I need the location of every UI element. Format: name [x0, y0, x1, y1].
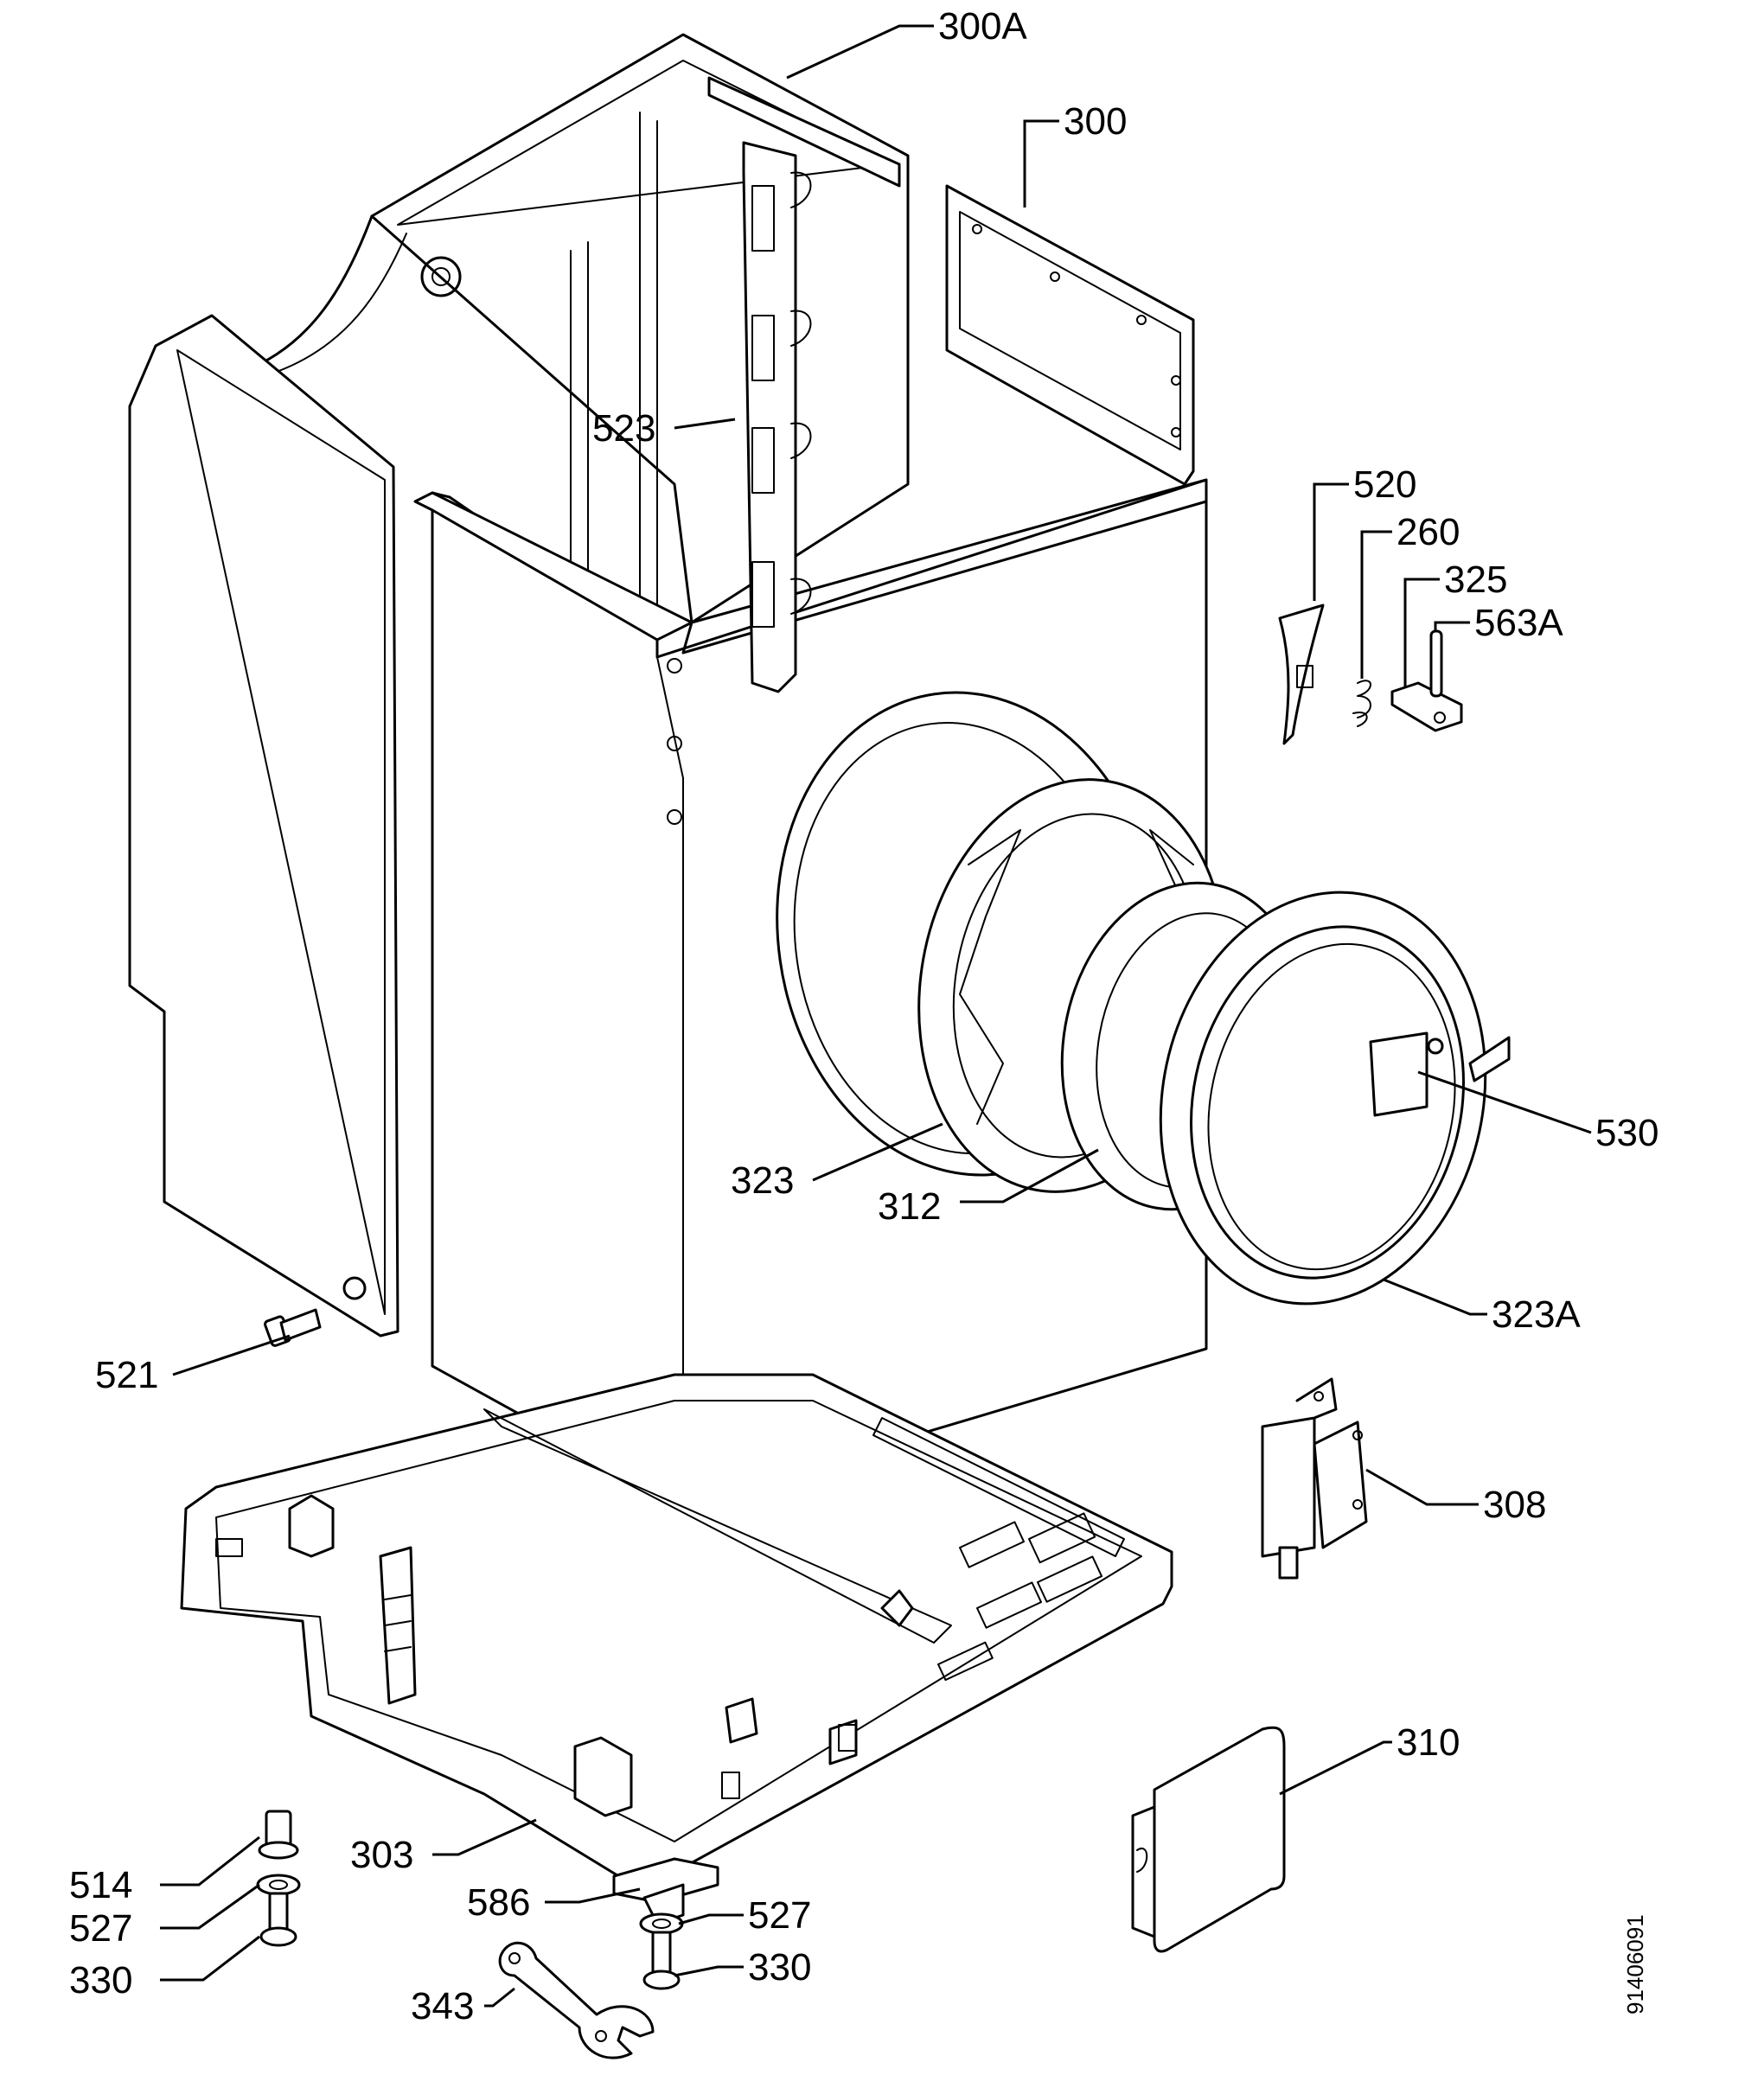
door-outer-ring	[1159, 891, 1487, 1306]
label-520: 520	[1353, 463, 1416, 506]
label-312: 312	[878, 1185, 941, 1228]
label-527-left: 527	[69, 1907, 132, 1950]
rear-panel	[128, 314, 399, 1338]
leader-lines	[160, 24, 1592, 2008]
label-527-right: 527	[748, 1894, 811, 1937]
label-530: 530	[1595, 1112, 1659, 1154]
label-310: 310	[1396, 1721, 1460, 1764]
document-number: 91406091	[1622, 1914, 1648, 2014]
part-labels: 300A 300 523 520 260 325 563A 530 323 31…	[69, 5, 1659, 2027]
label-300A: 300A	[938, 5, 1027, 48]
label-300: 300	[1064, 100, 1127, 143]
label-523: 523	[592, 407, 655, 450]
lever-325	[1390, 681, 1463, 732]
bolt-330-left	[259, 1892, 297, 1947]
hinge-308	[1261, 1377, 1368, 1580]
label-563A: 563A	[1474, 602, 1563, 644]
wrench-343	[498, 1941, 655, 2059]
label-308: 308	[1483, 1484, 1546, 1526]
washer-527-right	[639, 1912, 684, 1935]
label-586: 586	[467, 1881, 530, 1924]
label-260: 260	[1396, 511, 1460, 553]
label-323A: 323A	[1492, 1293, 1581, 1336]
door-handle-530	[1369, 1031, 1511, 1117]
label-303: 303	[350, 1834, 413, 1876]
label-330-right: 330	[748, 1946, 811, 1989]
base-frame-303	[180, 1373, 1173, 1891]
latch-520	[1278, 603, 1325, 745]
pin-563A	[1429, 629, 1443, 698]
bolt-330-right	[642, 1931, 681, 1990]
inner-rail	[742, 141, 812, 693]
cabinet-front-panel	[413, 478, 1208, 1506]
label-343: 343	[411, 1985, 474, 2027]
cover-plate-310	[1131, 1726, 1286, 1953]
foot-514	[258, 1810, 299, 1860]
label-521: 521	[95, 1354, 158, 1396]
label-325: 325	[1444, 559, 1507, 601]
cabinet-side-frame	[945, 184, 1195, 486]
spring-260	[1352, 680, 1371, 727]
label-323: 323	[731, 1159, 794, 1202]
label-330-left: 330	[69, 1959, 132, 2002]
label-514: 514	[69, 1864, 132, 1906]
washer-527-left	[256, 1874, 301, 1896]
foot-586	[612, 1857, 719, 1925]
